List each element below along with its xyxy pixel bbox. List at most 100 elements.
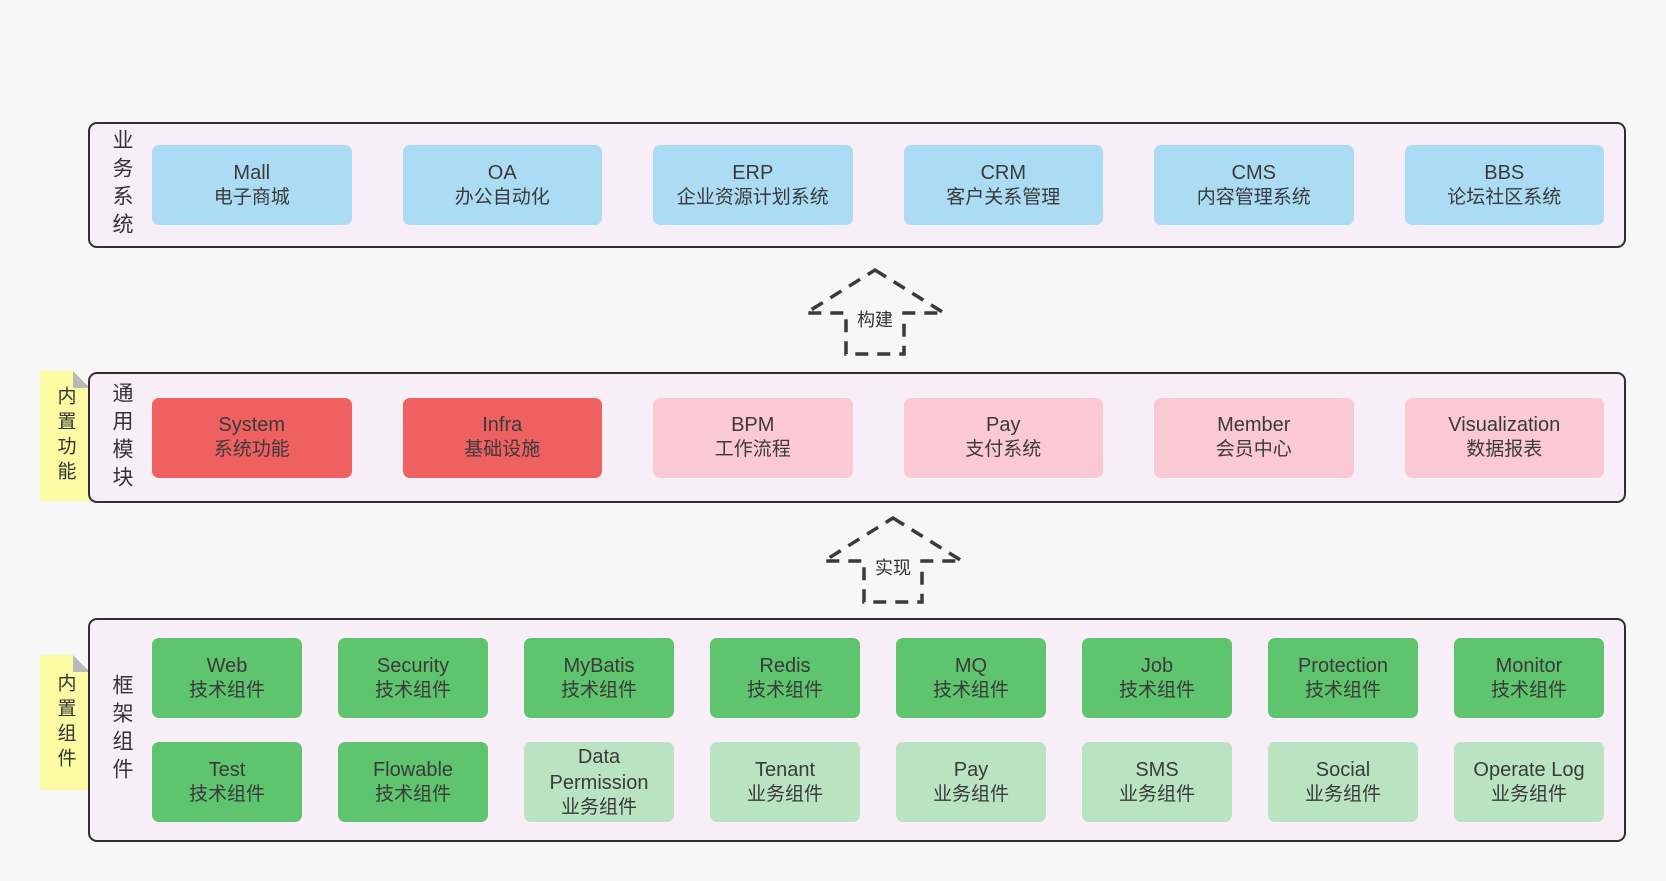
box-title: Pay (986, 414, 1021, 437)
up-arrow-icon (818, 515, 968, 604)
box-title: Infra (482, 414, 523, 437)
box-title: SMS (1135, 758, 1179, 781)
sticky-note-text: 内置功能 (54, 386, 76, 486)
up-arrow-icon (800, 267, 950, 356)
box-title: MQ (954, 654, 988, 677)
box-subtitle: 业务组件 (1304, 783, 1381, 805)
box-title: Web (206, 654, 248, 677)
box-title: BPM (731, 414, 775, 437)
box-subtitle: 会员中心 (1215, 439, 1292, 461)
box-subtitle: 工作流程 (714, 439, 791, 461)
sticky-note-builtin-features: 内置功能 (40, 371, 90, 501)
box-subtitle: 办公自动化 (454, 186, 550, 208)
box-subtitle: 内容管理系统 (1196, 186, 1311, 208)
layer-common-modules-label: 通用模块 (110, 381, 133, 494)
implement-arrow-label: 实现 (872, 552, 914, 582)
box-subtitle: 技术组件 (188, 783, 265, 805)
box-subtitle: 技术组件 (1304, 679, 1381, 701)
box-subtitle: 基础设施 (464, 439, 541, 461)
sticky-note-text: 内置组件 (54, 672, 76, 773)
box-subtitle: 电子商城 (213, 186, 290, 208)
box-title: CMS (1231, 161, 1276, 184)
box-subtitle: 技术组件 (1490, 679, 1567, 701)
box-subtitle: 业务组件 (560, 796, 637, 818)
implement-arrow: 实现 (818, 512, 968, 608)
box-title: Flowable (372, 758, 454, 781)
box-title: Test (208, 758, 246, 781)
box-subtitle: 技术组件 (374, 783, 451, 805)
box-subtitle: 业务组件 (746, 783, 823, 805)
box-title: CRM (980, 161, 1027, 184)
box-title: Pay (953, 758, 989, 781)
build-arrow-label: 构建 (854, 304, 896, 334)
box-title: System (218, 414, 286, 437)
box-title: BBS (1484, 161, 1525, 184)
box-subtitle: 技术组件 (188, 679, 265, 701)
box-subtitle: 企业资源计划系统 (676, 186, 829, 208)
box-title: Monitor (1495, 654, 1563, 677)
box-subtitle: 技术组件 (374, 679, 451, 701)
box-subtitle: 业务组件 (932, 783, 1009, 805)
box-title: OA (487, 161, 517, 184)
box-subtitle: 技术组件 (932, 679, 1009, 701)
box-subtitle: 业务组件 (1118, 783, 1195, 805)
box-title: Social (1315, 758, 1371, 781)
box-subtitle: 技术组件 (1118, 679, 1195, 701)
box-subtitle: 论坛社区系统 (1447, 186, 1562, 208)
box-title: Visualization (1448, 414, 1561, 437)
box-subtitle: 系统功能 (213, 439, 290, 461)
box-title: MyBatis (563, 654, 635, 677)
box-title: Security (376, 654, 450, 677)
box-title: Operate Log (1473, 758, 1585, 781)
box-title: ERP (732, 161, 774, 184)
box-title: Data Permission (549, 745, 649, 794)
sticky-note-builtin-components: 内置组件 (40, 655, 90, 790)
box-title: Mall (233, 161, 271, 184)
box-title: Job (1140, 654, 1174, 677)
box-title: Tenant (754, 758, 816, 781)
box-subtitle: 技术组件 (746, 679, 823, 701)
layer-business-systems-label: 业务系统 (110, 129, 133, 241)
box-title: Protection (1297, 654, 1389, 677)
box-title: Redis (759, 654, 811, 677)
box-subtitle: 技术组件 (560, 679, 637, 701)
box-subtitle: 客户关系管理 (946, 186, 1061, 208)
box-subtitle: 支付系统 (965, 439, 1042, 461)
box-title: Member (1217, 414, 1291, 437)
build-arrow: 构建 (800, 264, 950, 360)
box-subtitle: 数据报表 (1466, 439, 1543, 461)
